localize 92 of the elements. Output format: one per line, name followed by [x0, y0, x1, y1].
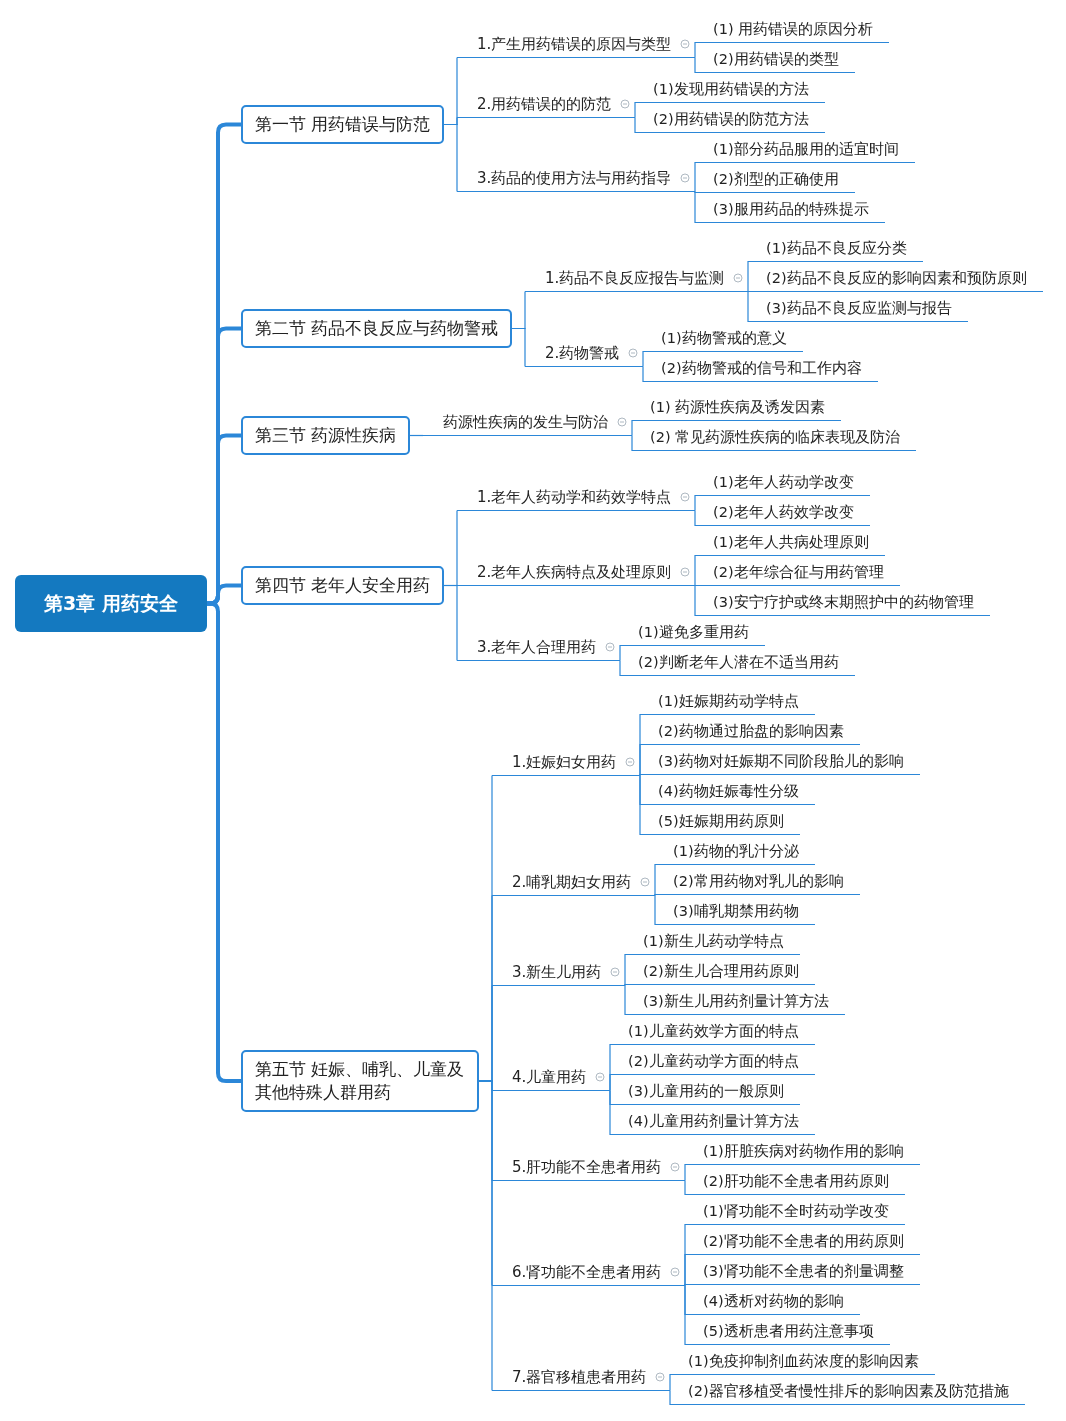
connector-line — [443, 584, 458, 662]
connector-line — [642, 350, 645, 368]
branch-label: (1)避免多重用药 — [620, 619, 765, 646]
section-box: 第五节 妊娠、哺乳、儿童及其他特殊人群用药 — [241, 1050, 479, 1112]
section-box: 第一节 用药错误与防范 — [241, 104, 445, 144]
branch-label: (1)老年人药动学改变 — [695, 469, 870, 496]
connector-line — [694, 190, 697, 224]
branch-label: (2)用药错误的防范方法 — [635, 106, 825, 133]
branch-label: (1)老年人共病处理原则 — [695, 529, 885, 556]
connector-line — [624, 984, 627, 1016]
connector-line — [684, 1163, 687, 1182]
connector-line — [642, 365, 645, 383]
branch-label: (2)剂型的正确使用 — [695, 166, 855, 193]
branch-label: (2)老年人药效学改变 — [695, 499, 870, 526]
connector-line — [694, 509, 697, 527]
connector-line — [639, 743, 642, 777]
branch-label: (5)透析患者用药注意事项 — [685, 1318, 890, 1345]
connector-line — [624, 983, 627, 987]
branch-label: (2)常用药物对乳儿的影响 — [655, 868, 860, 895]
branch-label: (3)药物对妊娠期不同阶段胎儿的影响 — [640, 748, 920, 775]
connector-line — [747, 290, 750, 323]
branch-label: (2)肾功能不全患者的用药原则 — [685, 1228, 920, 1255]
branch-label: (2) 常见药源性疾病的临床表现及防治 — [632, 424, 917, 451]
connector-line — [694, 494, 697, 512]
connector-line — [634, 101, 637, 119]
branch-label: (1)药品不良反应分类 — [748, 235, 923, 262]
branch-label: (3)新生儿用药剂量计算方法 — [625, 988, 845, 1015]
branch-label: (3)药品不良反应监测与报告 — [748, 295, 968, 322]
section-box: 第三节 药源性疾病 — [241, 415, 411, 455]
connector-line — [639, 774, 642, 836]
connector-line — [639, 773, 642, 777]
connector-line — [669, 1389, 672, 1406]
branch-label: (1)药物警戒的意义 — [643, 325, 803, 352]
branch-label: (2)儿童药动学方面的特点 — [610, 1048, 815, 1075]
branch-label: (3)安宁疗护或终末期照护中的药物管理 — [695, 589, 990, 616]
connector-line — [478, 1080, 493, 1392]
branch-label: (3)肾功能不全患者的剂量调整 — [685, 1258, 920, 1285]
connector-line — [207, 583, 241, 606]
connector-line — [684, 1284, 687, 1346]
topic-box: 第3章 用药安全 — [15, 575, 207, 632]
connector-line — [684, 1179, 687, 1196]
connector-line — [669, 1373, 672, 1392]
connector-line — [624, 953, 627, 987]
connector-line — [694, 554, 697, 587]
branch-label: (1)新生儿药动学特点 — [625, 928, 800, 955]
branch-label: (1)肝脏疾病对药物作用的影响 — [685, 1138, 920, 1165]
connector-line — [747, 260, 750, 293]
section-box: 第二节 药品不良反应与药物警戒 — [241, 308, 513, 348]
branch-label: (2)用药错误的类型 — [695, 46, 855, 73]
branch-label: (2)老年综合征与用药管理 — [695, 559, 900, 586]
branch-label: (1)免疫抑制剂血药浓度的影响因素 — [670, 1348, 935, 1375]
branch-label: (2)判断老年人潜在不适当用药 — [620, 649, 855, 676]
connector-line — [619, 659, 622, 677]
branch-label: (4)药物妊娠毒性分级 — [640, 778, 815, 805]
connector-line — [654, 863, 657, 897]
branch-label: (2)肝功能不全患者用药原则 — [685, 1168, 905, 1195]
branch-label: (1)药物的乳汁分泌 — [655, 838, 815, 865]
branch-label: (5)妊娠期用药原则 — [640, 808, 800, 835]
branch-label: (1)发现用药错误的方法 — [635, 76, 825, 103]
connector-line — [694, 584, 697, 617]
branch-label: (2)药品不良反应的影响因素和预防原则 — [748, 265, 1043, 292]
connector-line — [694, 56, 697, 74]
branch-label: (2)药物通过胎盘的影响因素 — [640, 718, 860, 745]
connector-line — [654, 894, 657, 926]
branch-label: (3)哺乳期禁用药物 — [655, 898, 815, 925]
branch-label: (2)药物警戒的信号和工作内容 — [643, 355, 878, 382]
branch-label: (3)服用药品的特殊提示 — [695, 196, 885, 223]
branch-label: (1)妊娠期药动学特点 — [640, 688, 815, 715]
connector-line — [619, 644, 622, 662]
branch-label: (3)儿童用药的一般原则 — [610, 1078, 800, 1105]
connector-line — [631, 434, 634, 452]
branch-label: (4)透析对药物的影响 — [685, 1288, 860, 1315]
connector-line — [684, 1283, 687, 1287]
connector-line — [684, 1253, 687, 1287]
connector-line — [694, 161, 697, 193]
branch-label: (4)儿童用药剂量计算方法 — [610, 1108, 815, 1135]
connector-line — [609, 1073, 612, 1092]
branch-label: (1)儿童药效学方面的特点 — [610, 1018, 815, 1045]
connector-line — [609, 1089, 612, 1136]
connector-line — [631, 419, 634, 437]
connector-line — [694, 41, 697, 59]
connector-line — [443, 123, 458, 193]
connector-line — [511, 327, 526, 368]
section-box: 第四节 老年人安全用药 — [241, 565, 445, 605]
branch-label: (2)新生儿合理用药原则 — [625, 958, 815, 985]
branch-label: (1)肾功能不全时药动学改变 — [685, 1198, 905, 1225]
branch-label: (1)部分药品服用的适宜时间 — [695, 136, 915, 163]
connector-line — [654, 893, 657, 897]
branch-label: (1) 药源性疾病及诱发因素 — [632, 394, 842, 421]
branch-label: (2)器官移植受者慢性排斥的影响因素及防范措施 — [670, 1378, 1025, 1405]
connector-line — [634, 116, 637, 134]
branch-label: (1) 用药错误的原因分析 — [695, 16, 890, 43]
